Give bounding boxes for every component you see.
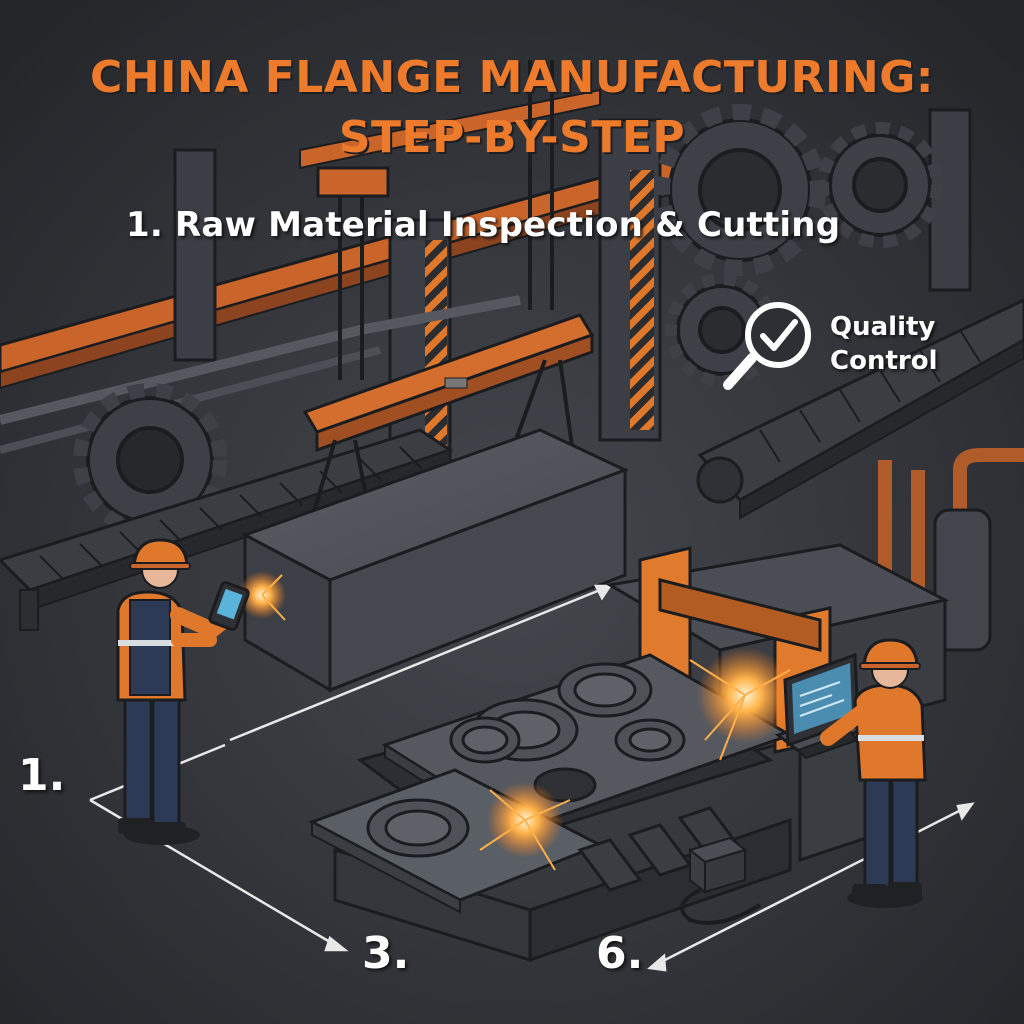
worker-inspector — [116, 538, 250, 845]
floor-control-box — [680, 836, 762, 925]
cutting-sparks — [238, 571, 793, 871]
gear-icon — [73, 383, 227, 537]
quality-control-line-2: Control — [830, 346, 938, 376]
cutting-machine — [308, 543, 950, 963]
quality-control-label: Quality Control — [830, 310, 970, 378]
magnifier-check-icon — [723, 302, 811, 390]
step-heading: 1. Raw Material Inspection & Cutting — [126, 205, 841, 245]
gear-icon — [817, 122, 943, 248]
step-marker-6: 6. — [596, 928, 644, 979]
crane-hoist — [298, 60, 595, 641]
conveyor-belt-right — [696, 298, 1024, 520]
title-line-1: CHINA FLANGE MANUFACTURING: — [90, 52, 934, 103]
raw-steel-block — [241, 428, 629, 693]
page-title: CHINA FLANGE MANUFACTURING: STEP-BY-STEP — [40, 48, 984, 168]
title-line-2: STEP-BY-STEP — [338, 112, 686, 163]
quality-control-line-1: Quality — [830, 312, 936, 342]
step-marker-3: 3. — [362, 928, 410, 979]
step-marker-1: 1. — [18, 750, 66, 801]
worker-operator — [820, 638, 927, 908]
flange-rings — [366, 662, 686, 858]
